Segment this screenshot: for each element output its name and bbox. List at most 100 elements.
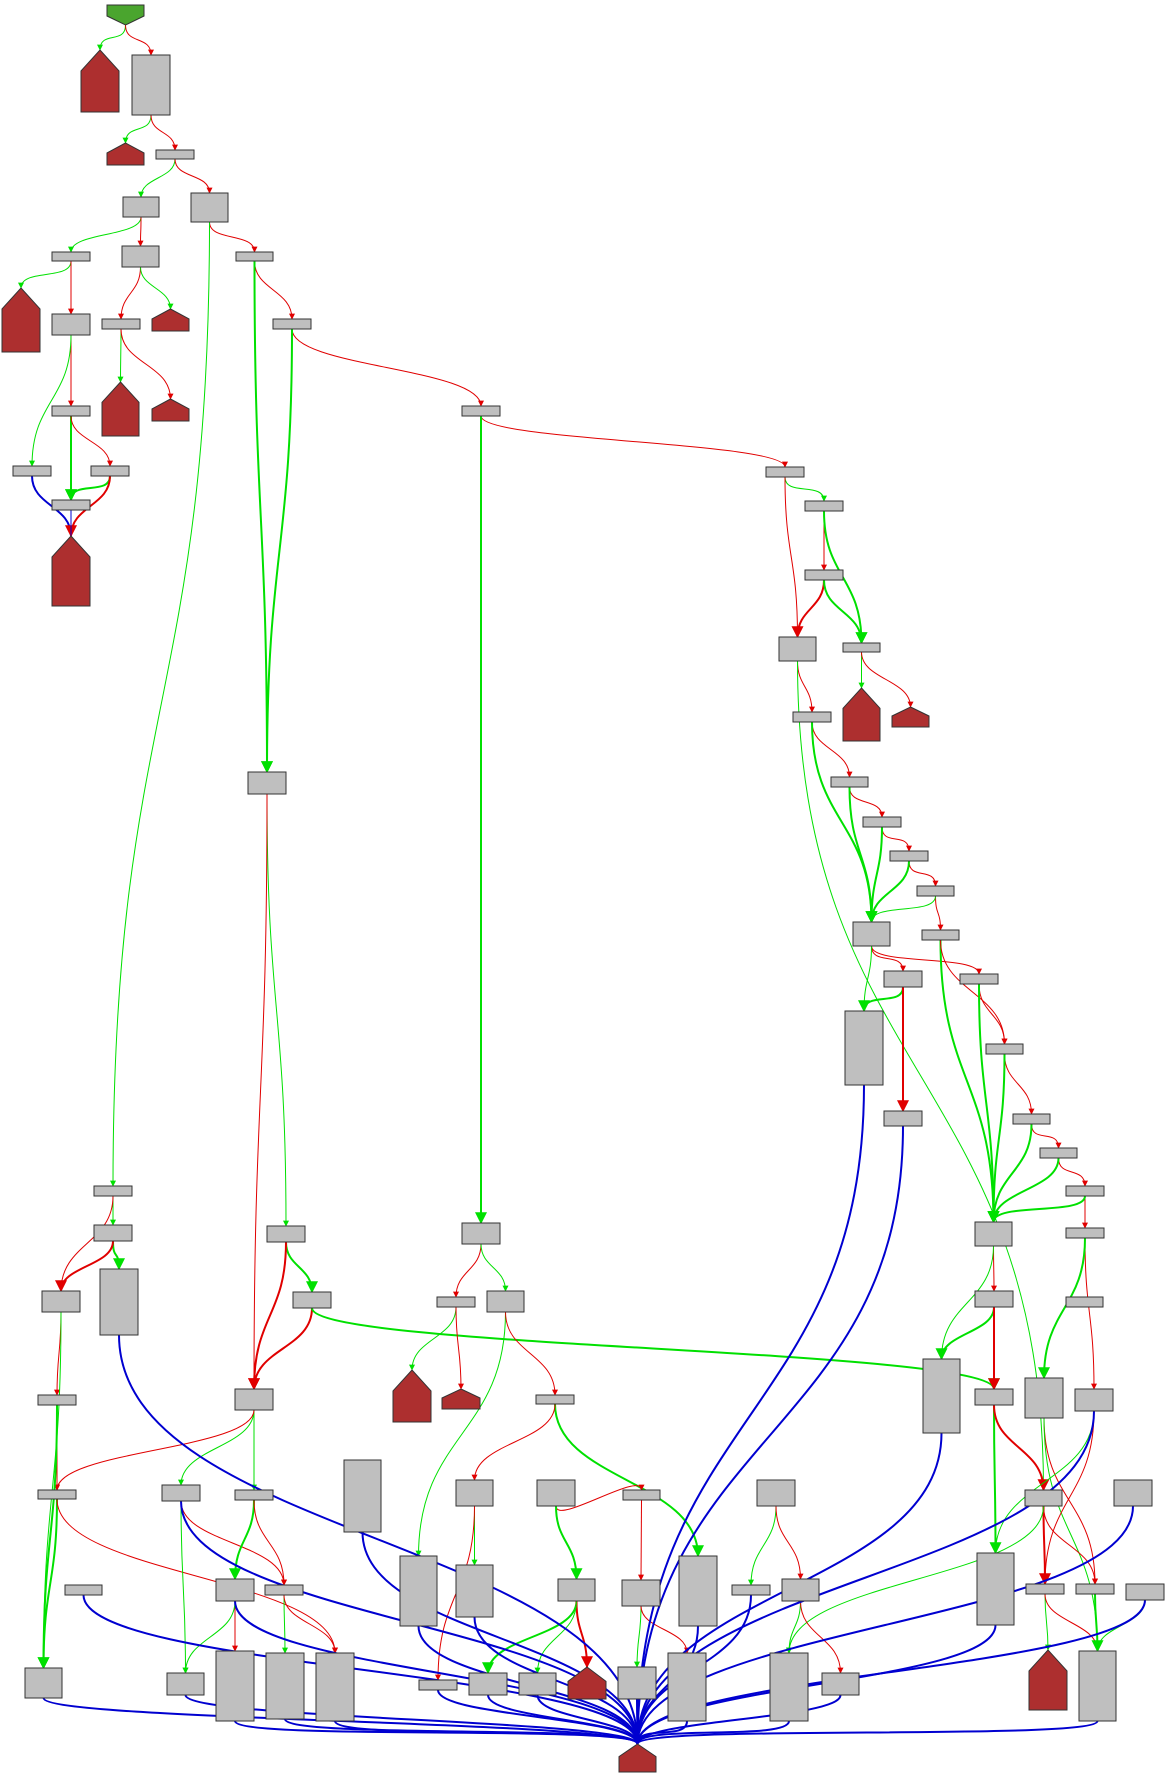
basic-block-b43 [265,1652,305,1720]
true-edge-s4-t5 [117,328,124,383]
false-edge-s34-b38 [638,1499,645,1581]
true-edge-b29-b37 [555,1505,583,1581]
true-edge-s33-b36 [229,1499,255,1581]
basic-block-b12 [93,1224,133,1242]
terminal-node [80,49,120,113]
basic-block-b32 [399,1555,438,1627]
basic-block-b20 [974,1290,1014,1308]
true-edge-s19-b8 [868,895,936,923]
basic-block-b19 [486,1290,525,1313]
basic-block-b26 [161,1484,201,1502]
basic-block-b33 [455,1564,494,1618]
basic-block-b7 [247,771,287,795]
node-layer [1,4,1165,1773]
basic-block-b46 [518,1672,557,1696]
basic-block-s21 [959,973,999,985]
return-edge-s41-exit [636,1599,1146,1745]
basic-block-s13 [804,569,844,581]
basic-block-b5 [51,313,91,336]
basic-block-s6 [51,405,91,417]
basic-block-b29 [536,1479,576,1507]
terminal-node [101,381,140,437]
true-edge-s9-s10 [65,475,111,502]
true-edge-s40-b51 [1091,1593,1104,1653]
basic-block-b10 [844,1010,884,1086]
true-edge-b9-b10 [858,986,904,1013]
false-edge-b1-s1 [150,114,178,151]
basic-block-b6 [778,636,817,662]
basic-block-b37 [557,1578,596,1602]
basic-block-s17 [862,816,902,828]
basic-block-b30 [756,1479,796,1507]
false-edge-b22-s32 [54,1409,255,1491]
basic-block-s27 [1065,1227,1105,1239]
true-edge-s21-b15 [978,983,1000,1224]
basic-block-s15 [792,711,832,723]
basic-block-s22 [985,1043,1024,1055]
false-edge-s14-t9 [861,651,914,708]
basic-block-s30 [37,1394,77,1406]
true-edge-b36-b41 [182,1600,236,1674]
terminal-node [441,1388,481,1410]
true-edge-s25-b15 [987,1195,1086,1224]
exit-node [618,1743,657,1773]
basic-block-b18 [292,1291,332,1309]
basic-block-b45 [468,1672,508,1696]
false-edge-b8-b9 [871,945,906,972]
false-edge-b13-b22 [248,1241,287,1391]
return-edge-b25-exit [636,1410,1095,1745]
basic-block-s31 [535,1394,575,1405]
basic-block-s7 [461,405,501,417]
true-edge-b30-s38 [748,1505,777,1586]
true-edge-b38-b47 [634,1605,642,1668]
false-edge-s23-s24 [1031,1123,1062,1149]
terminal-node [106,142,145,166]
basic-block-s18 [889,850,929,862]
basic-block-b1 [131,54,171,116]
basic-block-b21 [922,1358,961,1434]
basic-block-s38 [731,1584,771,1596]
basic-block-b41 [166,1672,205,1696]
false-edge-s27-b25 [1084,1237,1097,1390]
true-edge-s31-b34 [554,1403,704,1558]
basic-block-s29 [1065,1296,1104,1308]
basic-block-s28 [436,1296,476,1308]
true-edge-b14-b19 [480,1243,509,1292]
true-edge-s17-b8 [865,826,883,924]
return-edge-b45-exit [487,1694,639,1745]
false-edge-b23-s35 [993,1404,1050,1492]
true-edge-s28-t10 [409,1306,457,1371]
return-edge-b50-exit [636,1694,842,1745]
basic-block-s33 [234,1489,274,1501]
return-edge-b17-exit [118,1334,639,1745]
basic-block-b44 [315,1652,355,1722]
return-edge-b44-exit [334,1720,639,1745]
basic-block-s10 [51,499,91,511]
basic-block-b27 [343,1459,382,1533]
true-edge-b2-s2 [68,216,142,253]
return-edge-b10-exit [636,1084,865,1745]
basic-block-s37 [264,1584,304,1596]
true-edge-s24-b15 [987,1157,1060,1224]
true-edge-b3-s26 [110,221,210,1187]
false-edge-s3-s5 [254,260,295,320]
basic-block-b49 [769,1652,809,1722]
false-edge-s35-s39 [1038,1505,1051,1586]
true-edge-s27-b24 [1038,1237,1086,1380]
basic-block-b48 [667,1652,707,1722]
basic-block-b9 [883,970,923,988]
true-edge-s5-b7 [261,328,293,774]
false-edge-b8-s21 [871,945,982,975]
basic-block-b22 [234,1388,274,1411]
false-edge-s37-b44 [283,1594,338,1654]
basic-block-s20 [921,929,960,941]
false-edge-s7-s11 [480,415,788,468]
true-edge-b15-b21 [938,1245,994,1360]
basic-block-s11 [765,466,805,478]
basic-block-b16 [41,1290,81,1313]
basic-block-b50 [821,1672,860,1696]
basic-block-b3 [190,192,229,223]
true-edge-s3-b7 [253,260,273,774]
true-edge-b7-b13 [266,793,289,1227]
basic-block-s12 [804,500,844,512]
